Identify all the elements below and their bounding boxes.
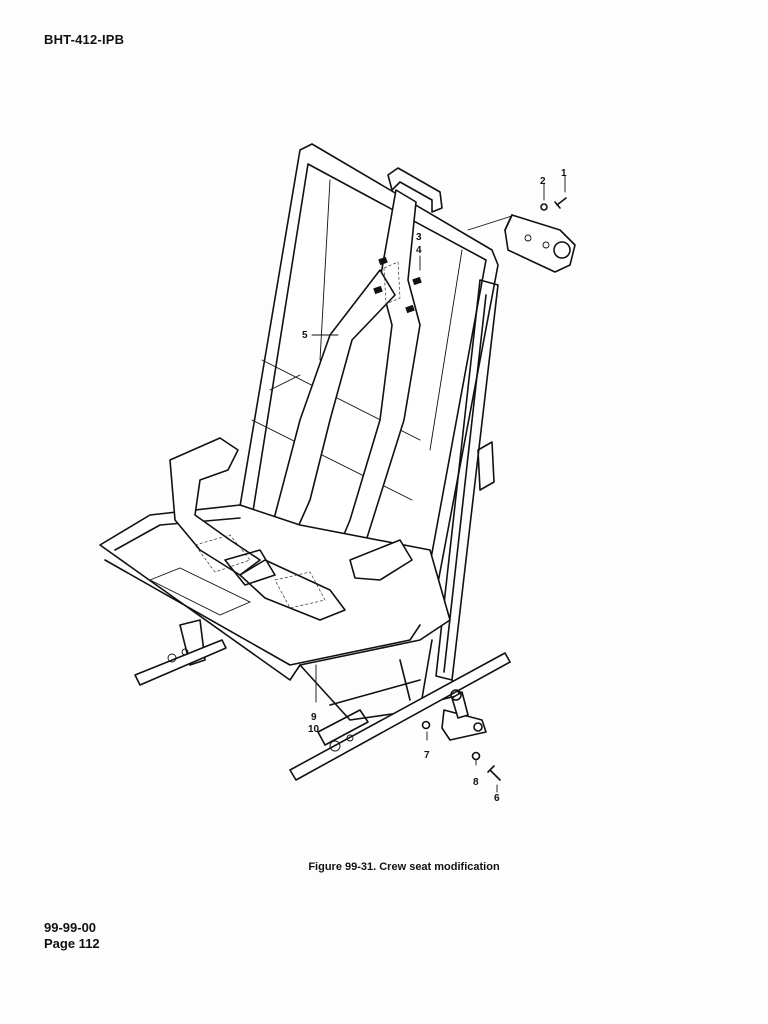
crew-seat-illustration: 1 2 3 4 5 6 7 8 9 10 — [99, 143, 576, 804]
callout-8: 8 — [473, 777, 479, 788]
section-number: 99-99-00 — [44, 920, 97, 935]
washer-7 — [421, 720, 431, 730]
mount-bracket — [467, 214, 576, 273]
callout-7: 7 — [424, 750, 430, 761]
callout-9: 9 — [311, 712, 317, 723]
callout-1: 1 — [561, 168, 567, 179]
page-footer: 99-99-00 Page 112 — [44, 920, 100, 952]
strap-loop — [387, 167, 443, 213]
floor-track-left — [134, 639, 227, 686]
callout-4: 4 — [416, 245, 422, 256]
callout-10: 10 — [308, 724, 320, 735]
lap-belt — [169, 437, 413, 621]
lever-bracket — [441, 689, 487, 741]
washer-2 — [540, 203, 548, 211]
callout-2: 2 — [540, 176, 546, 187]
document-id-header: BHT-412-IPB — [44, 32, 125, 47]
seat-legs — [179, 619, 433, 721]
callout-leaders — [311, 175, 566, 793]
callout-6: 6 — [494, 793, 500, 804]
washer-8 — [471, 751, 481, 761]
figure-caption-text: Figure 99-31. Crew seat modification — [308, 861, 500, 873]
bolt-6 — [487, 765, 501, 781]
callout-5: 5 — [302, 330, 308, 341]
floor-track-right — [289, 652, 511, 781]
page-number: Page 112 — [44, 936, 100, 951]
screw-1 — [554, 197, 567, 209]
figure-caption: Figure 99-31. Crew seat modification — [0, 861, 768, 873]
callout-3: 3 — [416, 232, 422, 243]
